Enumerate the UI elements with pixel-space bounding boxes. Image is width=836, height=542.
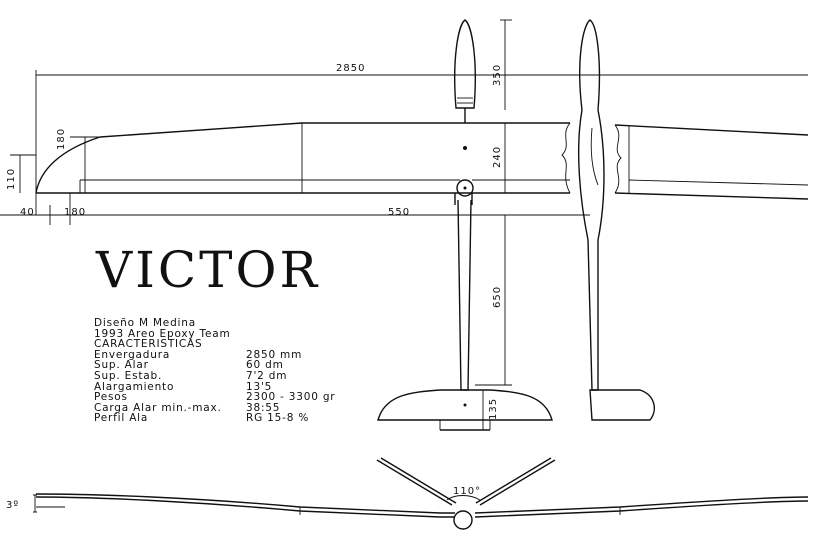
spec-row: Sup. Alar 60 dm (94, 359, 283, 372)
specs-block: Diseño M Medina 1993 Areo Epoxy Team CAR… (94, 317, 335, 425)
front-view (35, 457, 809, 530)
spec-value: 13'5 (246, 380, 273, 393)
dim-half-span: 550 (388, 207, 410, 218)
credit-team: 1993 Areo Epoxy Team (94, 327, 231, 340)
spec-value: 38:55 (246, 401, 281, 414)
dim-tail-boom: 650 (492, 286, 503, 308)
fin-front-view (454, 19, 476, 123)
spec-label: Perfil Ala (94, 412, 149, 425)
dim-tip-chord: 180 (56, 128, 67, 150)
credit-designer: Diseño M Medina (94, 317, 196, 329)
dim-tip-length: 180 (64, 207, 86, 218)
spec-label: Envergadura (94, 348, 171, 361)
wing-right-stub (614, 124, 809, 200)
dim-root-chord: 240 (492, 146, 503, 168)
spec-value: RG 15-8 % (246, 412, 310, 425)
spec-value: 60 dm (246, 359, 284, 372)
dimension-labels: 2850 180 110 40 180 550 350 240 650 135 … (6, 63, 503, 511)
spec-label: Sup. Alar (94, 359, 149, 372)
spec-row: Pesos 2300 - 3300 gr (94, 391, 335, 404)
spec-row: Perfil Ala RG 15-8 % (94, 412, 308, 425)
spec-label: Pesos (94, 391, 128, 404)
spec-value: 7'2 dm (246, 369, 288, 382)
spec-value: 2300 - 3300 gr (246, 391, 336, 404)
dim-tip-dihedral: 3º (6, 500, 19, 511)
dim-stab-chord: 135 (488, 398, 499, 420)
dimension-lines (0, 19, 808, 513)
spec-row: Sup. Estab. 7'2 dm (94, 369, 286, 382)
fuselage-side-view (577, 19, 656, 421)
model-title: VICTOR (96, 241, 321, 299)
dim-dihedral-angle: 110° (453, 486, 481, 497)
spec-value: 2850 mm (246, 348, 303, 361)
specs-heading: CARACTERISTICAS (94, 338, 203, 351)
dim-wingspan: 2850 (336, 63, 365, 74)
dim-root-height: 110 (6, 168, 17, 190)
spec-row: Alargamiento 13'5 (94, 380, 271, 393)
dim-tip-offset: 40 (20, 207, 35, 218)
fuselage-top-view (377, 179, 553, 431)
spec-label: Carga Alar min.-max. (94, 401, 222, 414)
spec-row: Carga Alar min.-max. 38:55 (94, 401, 279, 414)
spec-label: Alargamiento (94, 380, 175, 393)
spec-row: Envergadura 2850 mm (94, 348, 301, 361)
wing-plan-view (35, 122, 571, 205)
dim-fin-height: 350 (492, 64, 503, 86)
spec-label: Sup. Estab. (94, 369, 163, 382)
